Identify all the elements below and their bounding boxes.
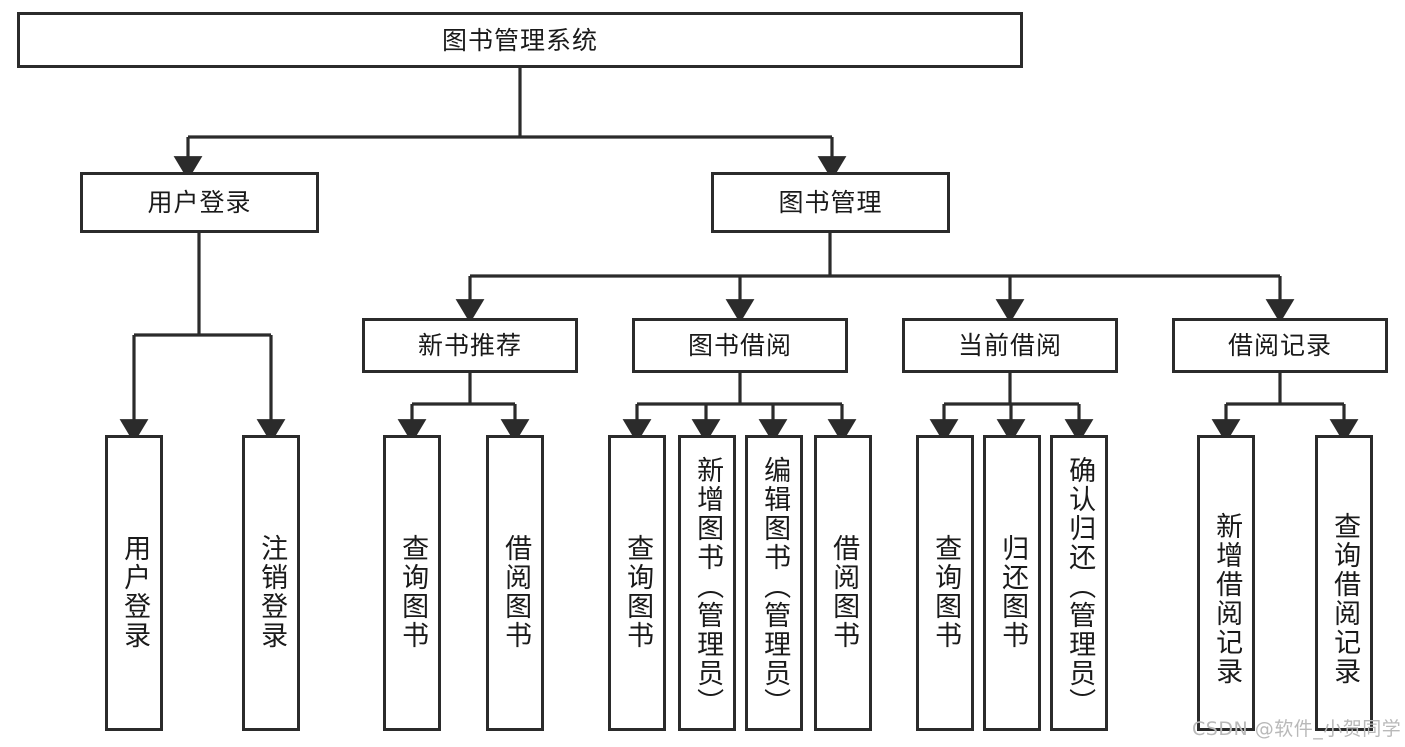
node-root-label: 图书管理系统	[441, 25, 598, 55]
node-leaf-query-record[interactable]: 查询借阅记录	[1315, 435, 1373, 731]
node-leaf-user-logout-label: 注销登录	[256, 534, 288, 650]
node-current-borrow-label: 当前借阅	[957, 331, 1062, 360]
node-leaf-add-book[interactable]: 新增图书（管理员）	[678, 435, 736, 731]
node-leaf-borrow-book-1-label: 借阅图书	[500, 534, 532, 650]
node-leaf-query-record-label: 查询借阅记录	[1329, 512, 1361, 686]
node-root[interactable]: 图书管理系统	[17, 12, 1023, 68]
node-leaf-edit-book[interactable]: 编辑图书（管理员）	[745, 435, 803, 731]
node-leaf-user-login[interactable]: 用户登录	[105, 435, 163, 731]
node-current-borrow[interactable]: 当前借阅	[902, 318, 1118, 373]
node-borrow-record-label: 借阅记录	[1227, 331, 1332, 360]
node-book-borrow[interactable]: 图书借阅	[632, 318, 848, 373]
node-leaf-query-book-2[interactable]: 查询图书	[608, 435, 666, 731]
node-leaf-query-book-3[interactable]: 查询图书	[916, 435, 974, 731]
node-leaf-query-book-1[interactable]: 查询图书	[383, 435, 441, 731]
node-book-manage-label: 图书管理	[778, 188, 883, 217]
node-leaf-user-logout[interactable]: 注销登录	[242, 435, 300, 731]
node-leaf-confirm-return[interactable]: 确认归还（管理员）	[1050, 435, 1108, 731]
node-leaf-add-record[interactable]: 新增借阅记录	[1197, 435, 1255, 731]
node-borrow-record[interactable]: 借阅记录	[1172, 318, 1388, 373]
node-leaf-return-book[interactable]: 归还图书	[983, 435, 1041, 731]
watermark-text: CSDN @软件_小贺同学	[1192, 718, 1402, 740]
node-leaf-confirm-return-label: 确认归还（管理员）	[1064, 456, 1096, 717]
node-leaf-borrow-book-2-label: 借阅图书	[828, 534, 860, 650]
node-user-login[interactable]: 用户登录	[80, 172, 319, 233]
node-new-book-rec[interactable]: 新书推荐	[362, 318, 578, 373]
node-book-manage[interactable]: 图书管理	[711, 172, 950, 233]
node-leaf-add-book-label: 新增图书（管理员）	[692, 456, 724, 717]
node-leaf-query-book-2-label: 查询图书	[622, 534, 654, 650]
node-leaf-user-login-label: 用户登录	[119, 534, 151, 650]
node-leaf-edit-book-label: 编辑图书（管理员）	[759, 456, 791, 717]
node-leaf-query-book-1-label: 查询图书	[397, 534, 429, 650]
node-book-borrow-label: 图书借阅	[687, 331, 792, 360]
node-leaf-add-record-label: 新增借阅记录	[1211, 512, 1243, 686]
node-leaf-borrow-book-2[interactable]: 借阅图书	[814, 435, 872, 731]
node-user-login-label: 用户登录	[147, 188, 252, 217]
node-leaf-return-book-label: 归还图书	[997, 534, 1029, 650]
node-new-book-rec-label: 新书推荐	[417, 331, 522, 360]
node-leaf-query-book-3-label: 查询图书	[930, 534, 962, 650]
node-leaf-borrow-book-1[interactable]: 借阅图书	[486, 435, 544, 731]
